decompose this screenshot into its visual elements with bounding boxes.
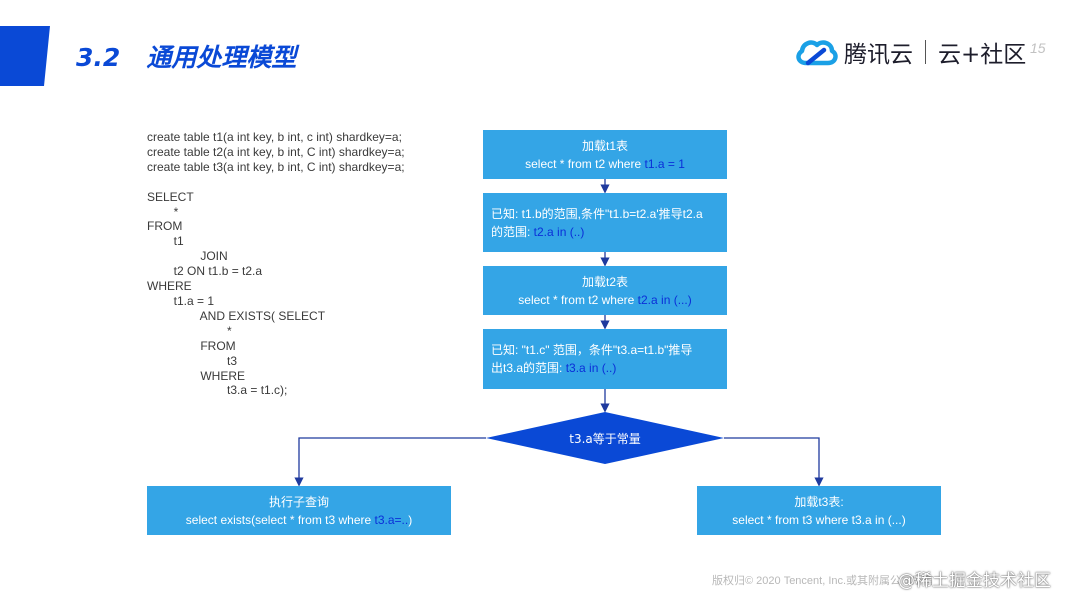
step-text: select * from t2 where (525, 156, 645, 171)
copyright-footer: 版权归© 2020 Tencent, Inc.或其附属公司所有 (712, 575, 935, 587)
section-number: 3.2 (76, 43, 121, 72)
branch-title: 执行子查询 (268, 494, 329, 509)
flow-step-derive-t3: 已知: "t1.c" 范围，条件"t3.a=t1.b"推导 出t3.a的范围: … (483, 329, 727, 389)
step-text: 已知: "t1.c" 范围，条件"t3.a=t1.b"推导 (491, 343, 693, 357)
brand-separator (925, 40, 926, 64)
brand-community: 云+社区 (938, 42, 1027, 68)
cloud-logo-icon (796, 40, 838, 66)
step-text: 已知: t1.b的范围,条件"t1.b=t2.a'推导t2.a (491, 206, 703, 221)
branch-text: select * from t3 where t3.a in (...) (732, 512, 906, 527)
arrow-decision-right (724, 437, 824, 487)
decision-label: t3.a等于常量 (569, 431, 641, 446)
flow-step-load-t1: 加载t1表 select * from t2 where t1.a = 1 (483, 130, 727, 179)
step-text: 出t3.a的范围: (491, 361, 566, 375)
arrow-decision-left (294, 437, 486, 487)
step-highlight: t2.a in (...) (637, 292, 692, 307)
decision-diamond (486, 412, 724, 464)
step-title: 加载t1表 (581, 138, 628, 153)
section-title: 通用处理模型 (146, 43, 297, 72)
branch-title: 加载t3表: (794, 494, 844, 509)
brand-logo: 腾讯云 云+社区 (794, 34, 1026, 70)
step-highlight: t1.a = 1 (644, 156, 685, 171)
branch-text: select exists(select * from t3 where (185, 512, 375, 527)
branch-text-suffix: ) (408, 512, 413, 527)
flow-step-derive-t2: 已知: t1.b的范围,条件"t1.b=t2.a'推导t2.a 的范围: t2.… (483, 193, 727, 252)
flow-step-load-t2: 加载t2表 select * from t2 where t2.a in (..… (483, 266, 727, 315)
header-accent-bar (0, 26, 50, 86)
step-highlight: t2.a in (..) (533, 224, 585, 239)
sql-code-block: create table t1(a int key, b int, c int)… (147, 130, 405, 398)
brand-name: 腾讯云 (844, 42, 913, 68)
step-highlight: t3.a in (..) (565, 361, 617, 375)
branch-highlight: t3.a=.. (374, 512, 409, 527)
step-title: 加载t2表 (581, 274, 628, 289)
slide-title: 3.2 通用处理模型 (76, 38, 296, 74)
flow-branch-subquery: 执行子查询 select exists(select * from t3 whe… (147, 486, 451, 535)
flow-branch-load-t3: 加载t3表: select * from t3 where t3.a in (.… (697, 486, 941, 535)
step-text: select * from t2 where (518, 292, 638, 307)
step-text: 的范围: (491, 224, 534, 239)
page-number: 15 (1030, 40, 1046, 56)
watermark: @稀土掘金技术社区 (898, 571, 1051, 591)
